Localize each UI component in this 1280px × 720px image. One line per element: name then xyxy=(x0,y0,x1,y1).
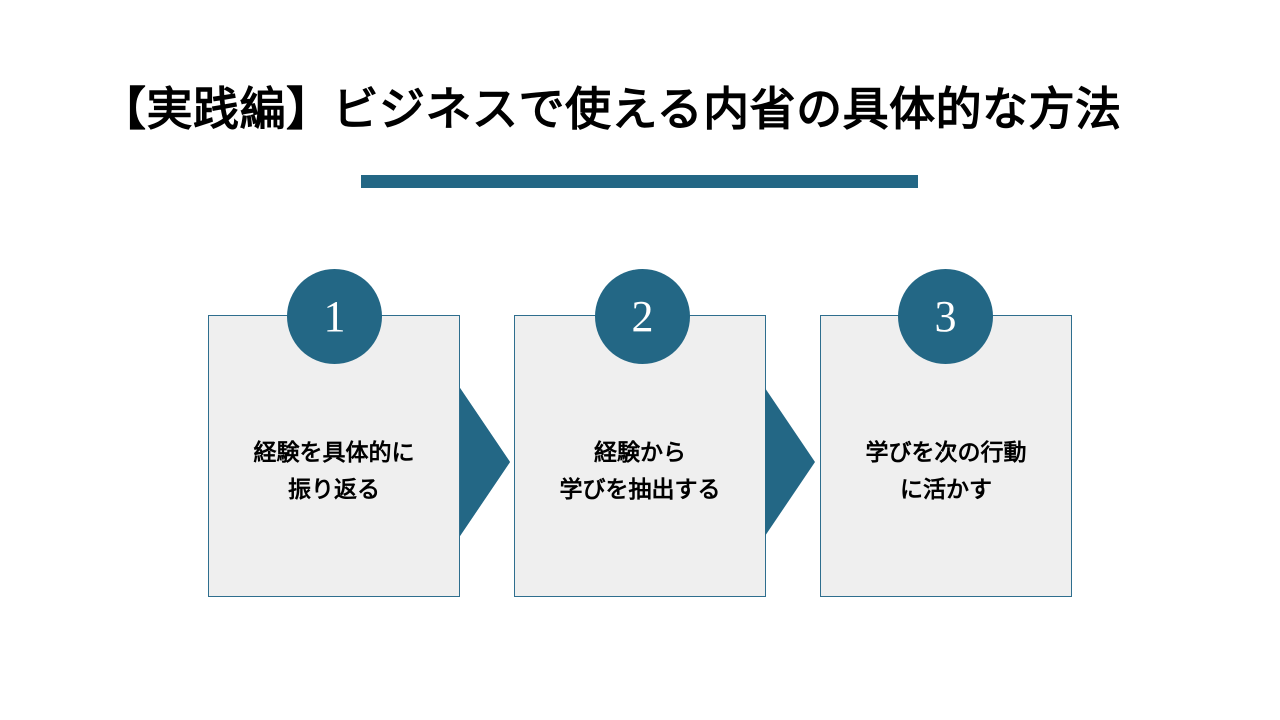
chevron-right-icon xyxy=(460,388,510,536)
process-step-label-3: 学びを次の行動 に活かす xyxy=(865,439,1027,502)
arrow-step-2-to-3 xyxy=(765,388,815,536)
process-step-label-2: 経験から 学びを抽出する xyxy=(559,439,721,502)
process-step-number-badge-2[interactable]: 2 xyxy=(595,269,690,364)
page-title: 【実践編】ビジネスで使える内省の具体的な方法 xyxy=(100,83,1122,135)
arrow-step-1-to-2 xyxy=(460,388,510,536)
title-accent-bar xyxy=(361,175,918,188)
process-step-number-badge-1[interactable]: 1 xyxy=(287,269,382,364)
chevron-right-icon xyxy=(765,388,815,536)
process-step-label-1: 経験を具体的に 振り返る xyxy=(253,439,415,502)
process-step-number-badge-3[interactable]: 3 xyxy=(898,269,993,364)
